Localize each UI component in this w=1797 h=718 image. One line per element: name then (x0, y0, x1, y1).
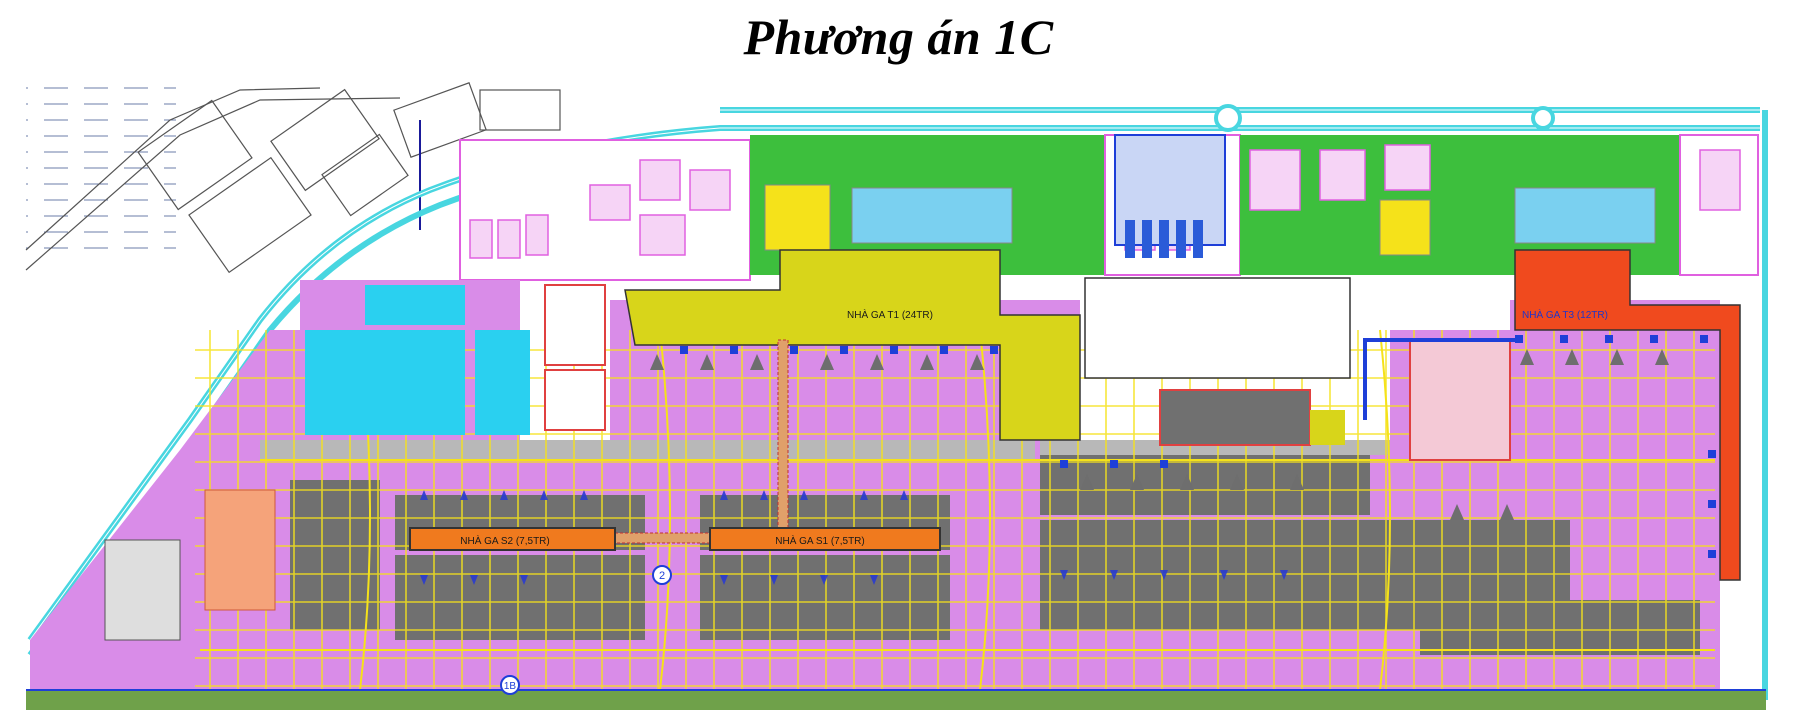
west-stands (305, 330, 465, 435)
gate-markers (680, 335, 1716, 558)
label-t3: NHÀ GA T3 (12TR) (1522, 308, 1608, 321)
parking-lot (1379, 199, 1431, 256)
roundabout (1531, 106, 1555, 130)
parking-lot (764, 184, 831, 251)
parking-building-t3 (1514, 187, 1656, 244)
water-area (26, 85, 176, 260)
satellite-s1 (709, 527, 941, 551)
west-stands-2 (475, 330, 530, 435)
west-stands-3 (365, 285, 465, 325)
west-hatch (104, 539, 181, 641)
t1-apron-plaza (1159, 389, 1311, 446)
plan-title: Phương án 1C (743, 9, 1054, 65)
road-marker-2 (652, 565, 672, 585)
t3-support (1409, 339, 1511, 461)
walkway-north-south (777, 339, 789, 541)
t1-forecourt (1084, 277, 1351, 379)
label-s1: NHÀ GA S1 (7,5TR) (775, 534, 864, 547)
aircraft-stands (420, 490, 1288, 585)
road-marker-1b (500, 675, 520, 695)
roundabout (1214, 104, 1242, 132)
satellite-s2 (409, 527, 616, 551)
label-t1: NHÀ GA T1 (24TR) (847, 308, 933, 321)
terminal-t3 (1514, 249, 1741, 581)
aux-building-2 (544, 369, 606, 431)
walkway-s1-s2 (614, 532, 711, 544)
parking-building-t1 (851, 187, 1013, 244)
road-marker-2-label: 2 (659, 570, 665, 582)
runway-strip (26, 690, 1766, 710)
road-marker-1b-label: 1B (504, 681, 517, 692)
west-hangars (204, 489, 276, 611)
terminal-t1 (624, 249, 1081, 441)
t3-blue-edge (1363, 338, 1515, 420)
label-s2: NHÀ GA S2 (7,5TR) (460, 534, 549, 547)
aux-building (544, 284, 606, 366)
aircraft-contact-stands (650, 349, 1669, 520)
